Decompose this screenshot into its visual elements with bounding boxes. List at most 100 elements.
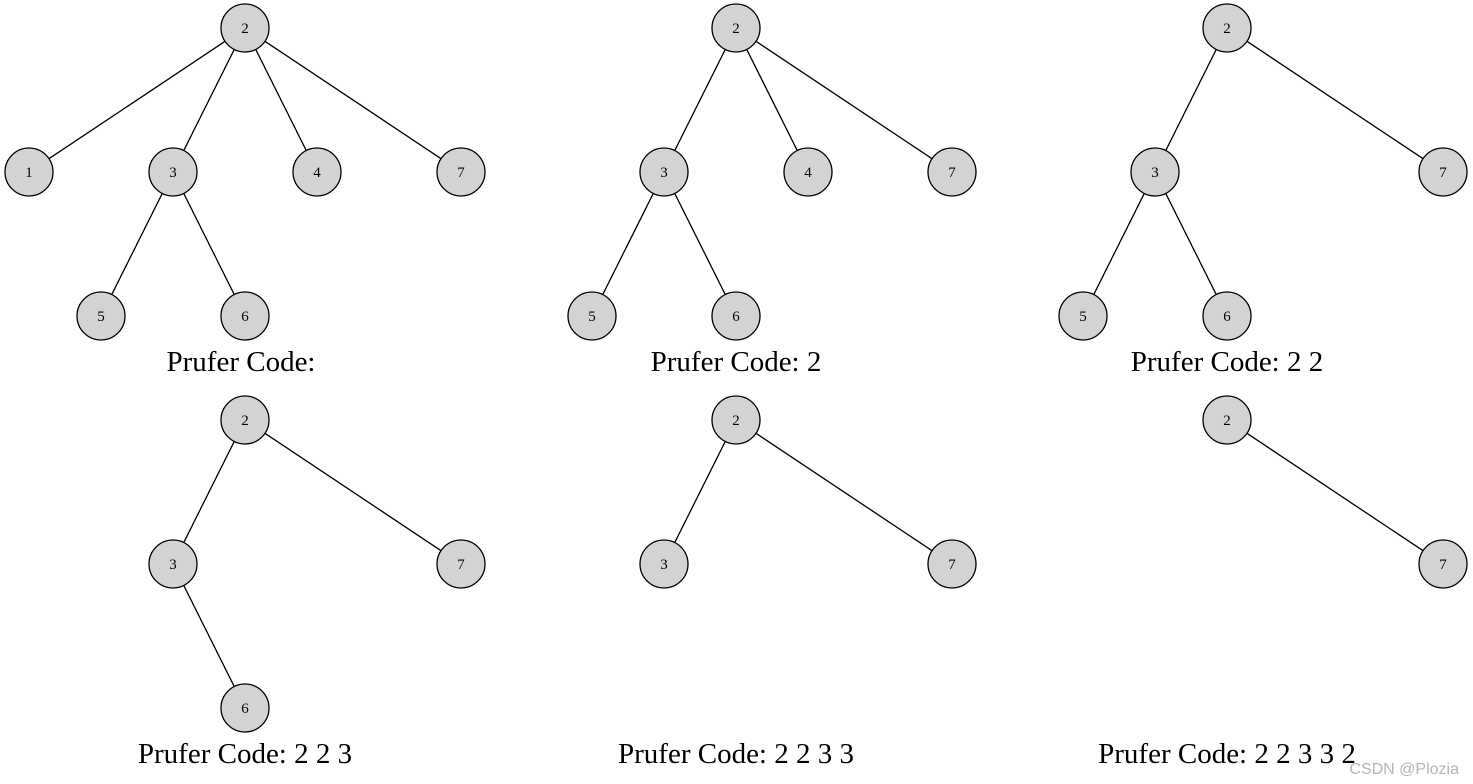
edge-2-3: [674, 441, 726, 543]
node-circle: [1202, 291, 1252, 341]
node-circle: [1202, 3, 1252, 53]
node-circle: [1202, 395, 1252, 445]
edge-2-4: [746, 49, 798, 151]
edge-3-6: [1165, 193, 1217, 295]
tree-node-1: 1: [4, 147, 54, 197]
node-circle: [1418, 539, 1468, 589]
node-circle: [567, 291, 617, 341]
node-label: 2: [732, 21, 740, 37]
tree-node-3: 3: [148, 539, 198, 589]
node-label: 5: [1079, 309, 1087, 325]
node-label: 2: [241, 413, 249, 429]
tree-node-3: 3: [639, 539, 689, 589]
node-label: 2: [1223, 21, 1231, 37]
edge-2-7: [755, 40, 933, 160]
tree-node-7: 7: [927, 147, 977, 197]
edge-2-3: [183, 441, 235, 543]
node-label: 3: [1151, 165, 1159, 181]
tree-node-6: 6: [1202, 291, 1252, 341]
node-circle: [927, 147, 977, 197]
node-label: 7: [1439, 557, 1447, 573]
tree-node-4: 4: [292, 147, 342, 197]
node-label: 6: [1223, 309, 1231, 325]
node-circle: [4, 147, 54, 197]
node-circle: [148, 539, 198, 589]
node-circle: [220, 683, 270, 733]
node-circle: [711, 291, 761, 341]
node-label: 2: [1223, 413, 1231, 429]
node-label: 7: [457, 165, 465, 181]
tree-node-2: 2: [711, 395, 761, 445]
edge-2-7: [264, 432, 442, 552]
edge-2-4: [255, 49, 307, 151]
edge-2-3: [183, 49, 235, 151]
node-label: 2: [241, 21, 249, 37]
node-label: 7: [948, 557, 956, 573]
tree-node-6: 6: [711, 291, 761, 341]
node-circle: [220, 3, 270, 53]
prufer-code-caption: Prufer Code: 2 2 3 3 2: [1098, 738, 1356, 770]
tree-node-2: 2: [220, 395, 270, 445]
edge-2-3: [674, 49, 726, 151]
tree-node-3: 3: [148, 147, 198, 197]
tree-node-5: 5: [567, 291, 617, 341]
node-circle: [436, 539, 486, 589]
node-label: 4: [313, 165, 321, 181]
edge-3-6: [183, 585, 235, 687]
edge-2-3: [1165, 49, 1217, 151]
node-circle: [1418, 147, 1468, 197]
node-label: 1: [25, 165, 33, 181]
prufer-code-caption: Prufer Code: 2 2 3: [138, 738, 352, 770]
node-label: 5: [97, 309, 105, 325]
tree-node-7: 7: [1418, 539, 1468, 589]
tree-node-7: 7: [1418, 147, 1468, 197]
node-label: 2: [732, 413, 740, 429]
tree-node-7: 7: [436, 147, 486, 197]
edge-2-7: [264, 40, 442, 160]
prufer-code-caption: Prufer Code:: [167, 346, 316, 378]
node-label: 6: [241, 701, 249, 717]
node-label: 5: [588, 309, 596, 325]
tree-node-6: 6: [220, 291, 270, 341]
node-label: 3: [660, 165, 668, 181]
tree-node-7: 7: [927, 539, 977, 589]
tree-node-3: 3: [1130, 147, 1180, 197]
edge-2-1: [48, 40, 226, 160]
tree-node-7: 7: [436, 539, 486, 589]
node-circle: [292, 147, 342, 197]
node-label: 6: [732, 309, 740, 325]
node-circle: [783, 147, 833, 197]
tree-node-5: 5: [76, 291, 126, 341]
node-circle: [436, 147, 486, 197]
tree-node-2: 2: [1202, 3, 1252, 53]
node-label: 3: [169, 165, 177, 181]
node-circle: [148, 147, 198, 197]
tree-node-6: 6: [220, 683, 270, 733]
edge-3-6: [183, 193, 235, 295]
edge-3-6: [674, 193, 726, 295]
tree-node-3: 3: [639, 147, 689, 197]
tree-node-5: 5: [1058, 291, 1108, 341]
node-circle: [1130, 147, 1180, 197]
edge-2-7: [755, 432, 933, 552]
node-circle: [76, 291, 126, 341]
edge-3-5: [1093, 193, 1145, 295]
watermark: CSDN @Plozia: [1349, 761, 1459, 778]
node-circle: [639, 147, 689, 197]
prufer-code-caption: Prufer Code: 2: [651, 346, 822, 378]
node-label: 7: [457, 557, 465, 573]
prufer-code-caption: Prufer Code: 2 2: [1131, 346, 1324, 378]
node-label: 7: [948, 165, 956, 181]
edge-3-5: [602, 193, 654, 295]
edge-3-5: [111, 193, 163, 295]
node-circle: [711, 3, 761, 53]
node-label: 3: [660, 557, 668, 573]
edge-2-7: [1246, 40, 1424, 160]
